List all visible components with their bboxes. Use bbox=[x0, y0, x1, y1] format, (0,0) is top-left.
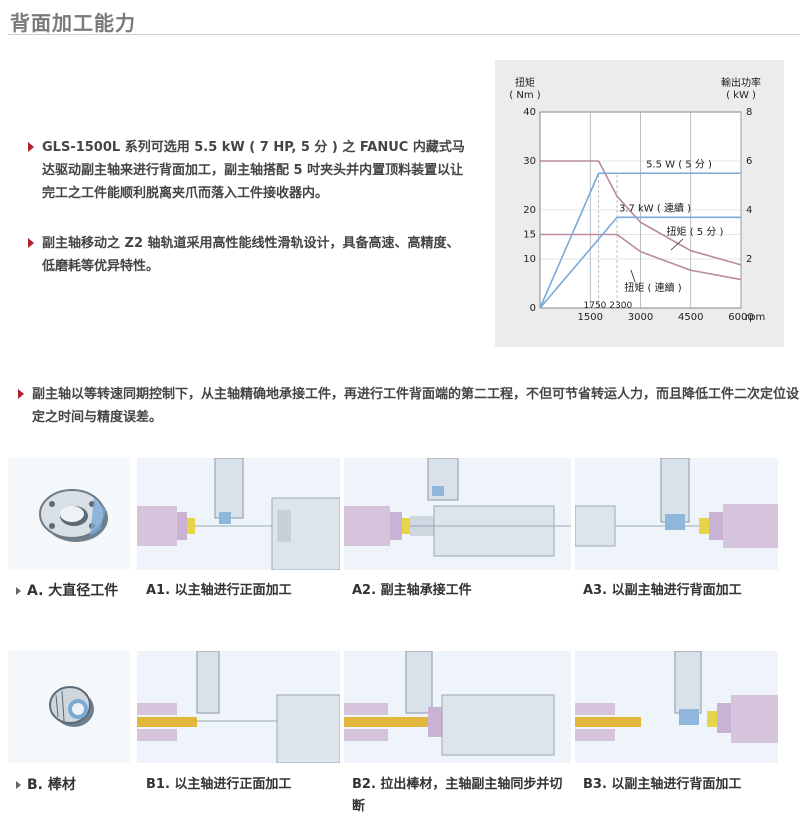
large-workpiece-icon bbox=[8, 458, 130, 570]
tile-a-workpiece bbox=[8, 458, 130, 570]
y-right-tick-label: 6 bbox=[746, 156, 752, 167]
tile-a1 bbox=[137, 458, 340, 570]
bullet-sub-spindle-spec: GLS-1500L 系列可选用 5.5 kW ( 7 HP, 5 分 ) 之 F… bbox=[28, 136, 468, 205]
bullet-arrow-icon bbox=[28, 142, 34, 152]
tile-b1 bbox=[137, 651, 340, 763]
series-line bbox=[540, 233, 742, 281]
machining-diagram bbox=[575, 651, 778, 763]
caret-right-icon bbox=[16, 781, 21, 789]
page-title: 背面加工能力 bbox=[10, 11, 136, 35]
step-b3-caption: B3. 以副主轴进行背面加工 bbox=[583, 777, 742, 792]
chart-svg: 1500 3000 4500 6000 1750 2300 rpm 0 10 15 20 30 40 2… bbox=[509, 76, 765, 323]
x-tick-label: 1500 bbox=[578, 312, 603, 323]
y-left-tick-label: 0 bbox=[530, 303, 536, 314]
caret-right-icon bbox=[16, 587, 21, 595]
y-left-tick-label: 20 bbox=[523, 205, 536, 216]
bullet-sync-control: 副主轴以等转速同期控制下，从主轴精确地承接工件，再进行工件背面端的第二工程，不但… bbox=[18, 383, 806, 429]
machining-diagram bbox=[344, 458, 571, 570]
y-right-tick-label: 8 bbox=[746, 107, 752, 118]
machining-diagram bbox=[344, 651, 571, 763]
y-right-axis-label: 輸出功率 bbox=[721, 76, 761, 89]
bullet-text: 副主轴以等转速同期控制下，从主轴精确地承接工件，再进行工件背面端的第二工程，不但… bbox=[32, 387, 800, 425]
bullet-arrow-icon bbox=[18, 389, 24, 399]
title-divider bbox=[8, 34, 800, 35]
bar-stock-icon bbox=[8, 651, 130, 763]
x-tick-label: 3000 bbox=[628, 312, 653, 323]
y-left-axis-label: 扭矩 bbox=[515, 76, 535, 89]
annotation-torque-5min: 扭矩 ( 5 分 ) bbox=[667, 225, 724, 238]
tile-b2 bbox=[344, 651, 571, 763]
step-b1-caption: B1. 以主轴进行正面加工 bbox=[146, 777, 292, 792]
y-right-tick-label: 2 bbox=[746, 254, 752, 265]
bullet-arrow-icon bbox=[28, 238, 34, 248]
tile-a3 bbox=[575, 458, 778, 570]
bullet-text: GLS-1500L 系列可选用 5.5 kW ( 7 HP, 5 分 ) 之 F… bbox=[42, 140, 465, 201]
step-a2-caption: A2. 副主轴承接工件 bbox=[352, 583, 472, 598]
annotation-pointer bbox=[670, 238, 684, 251]
machining-diagram bbox=[137, 651, 340, 763]
tile-b-workpiece bbox=[8, 651, 130, 763]
series-line bbox=[540, 160, 742, 266]
series-line bbox=[539, 172, 741, 309]
y-right-tick-label: 4 bbox=[746, 205, 752, 216]
bullet-z2-rail: 副主轴移动之 Z2 轴轨道采用高性能线性滑轨设计，具备高速、高精度、低磨耗等优异… bbox=[28, 232, 468, 278]
bullet-text: 副主轴移动之 Z2 轴轨道采用高性能线性滑轨设计，具备高速、高精度、低磨耗等优异… bbox=[42, 236, 460, 274]
annotation-pointer bbox=[630, 269, 636, 283]
step-a3-caption: A3. 以副主轴进行背面加工 bbox=[583, 583, 742, 598]
x-tick-label: 4500 bbox=[678, 312, 703, 323]
step-a1-caption: A1. 以主轴进行正面加工 bbox=[146, 583, 292, 598]
annotation-power-5min: 5.5 W ( 5 分 ) bbox=[646, 158, 712, 170]
y-left-tick-label: 15 bbox=[523, 230, 536, 241]
tile-a2 bbox=[344, 458, 571, 570]
tile-b3 bbox=[575, 651, 778, 763]
machining-diagram bbox=[137, 458, 340, 570]
x-axis-unit: rpm bbox=[745, 312, 765, 323]
y-left-tick-label: 40 bbox=[523, 107, 536, 118]
series-line bbox=[539, 216, 741, 309]
x-tick-label: 6000 bbox=[728, 312, 753, 323]
step-b2-caption: B2. 拉出棒材，主轴副主轴同步并切断 bbox=[352, 777, 563, 814]
row-a-label: A. 大直径工件 bbox=[16, 580, 118, 602]
y-left-tick-label: 10 bbox=[523, 254, 536, 265]
annotation-power-continuous: 3.7 kW ( 連續 ) bbox=[619, 201, 691, 214]
y-right-axis-unit: ( kW ) bbox=[726, 90, 756, 101]
annotation-torque-continuous: 扭矩 ( 連續 ) bbox=[624, 281, 681, 294]
y-left-axis-unit: ( Nm ) bbox=[509, 90, 540, 101]
torque-power-chart: 1500 3000 4500 6000 1750 2300 rpm 0 10 15 20 30 40 2… bbox=[495, 60, 784, 347]
x-extra-tick-labels: 1750 2300 bbox=[584, 301, 633, 311]
machining-diagram bbox=[575, 458, 778, 570]
row-b-label: B. 棒材 bbox=[16, 774, 76, 796]
y-left-tick-label: 30 bbox=[523, 156, 536, 167]
